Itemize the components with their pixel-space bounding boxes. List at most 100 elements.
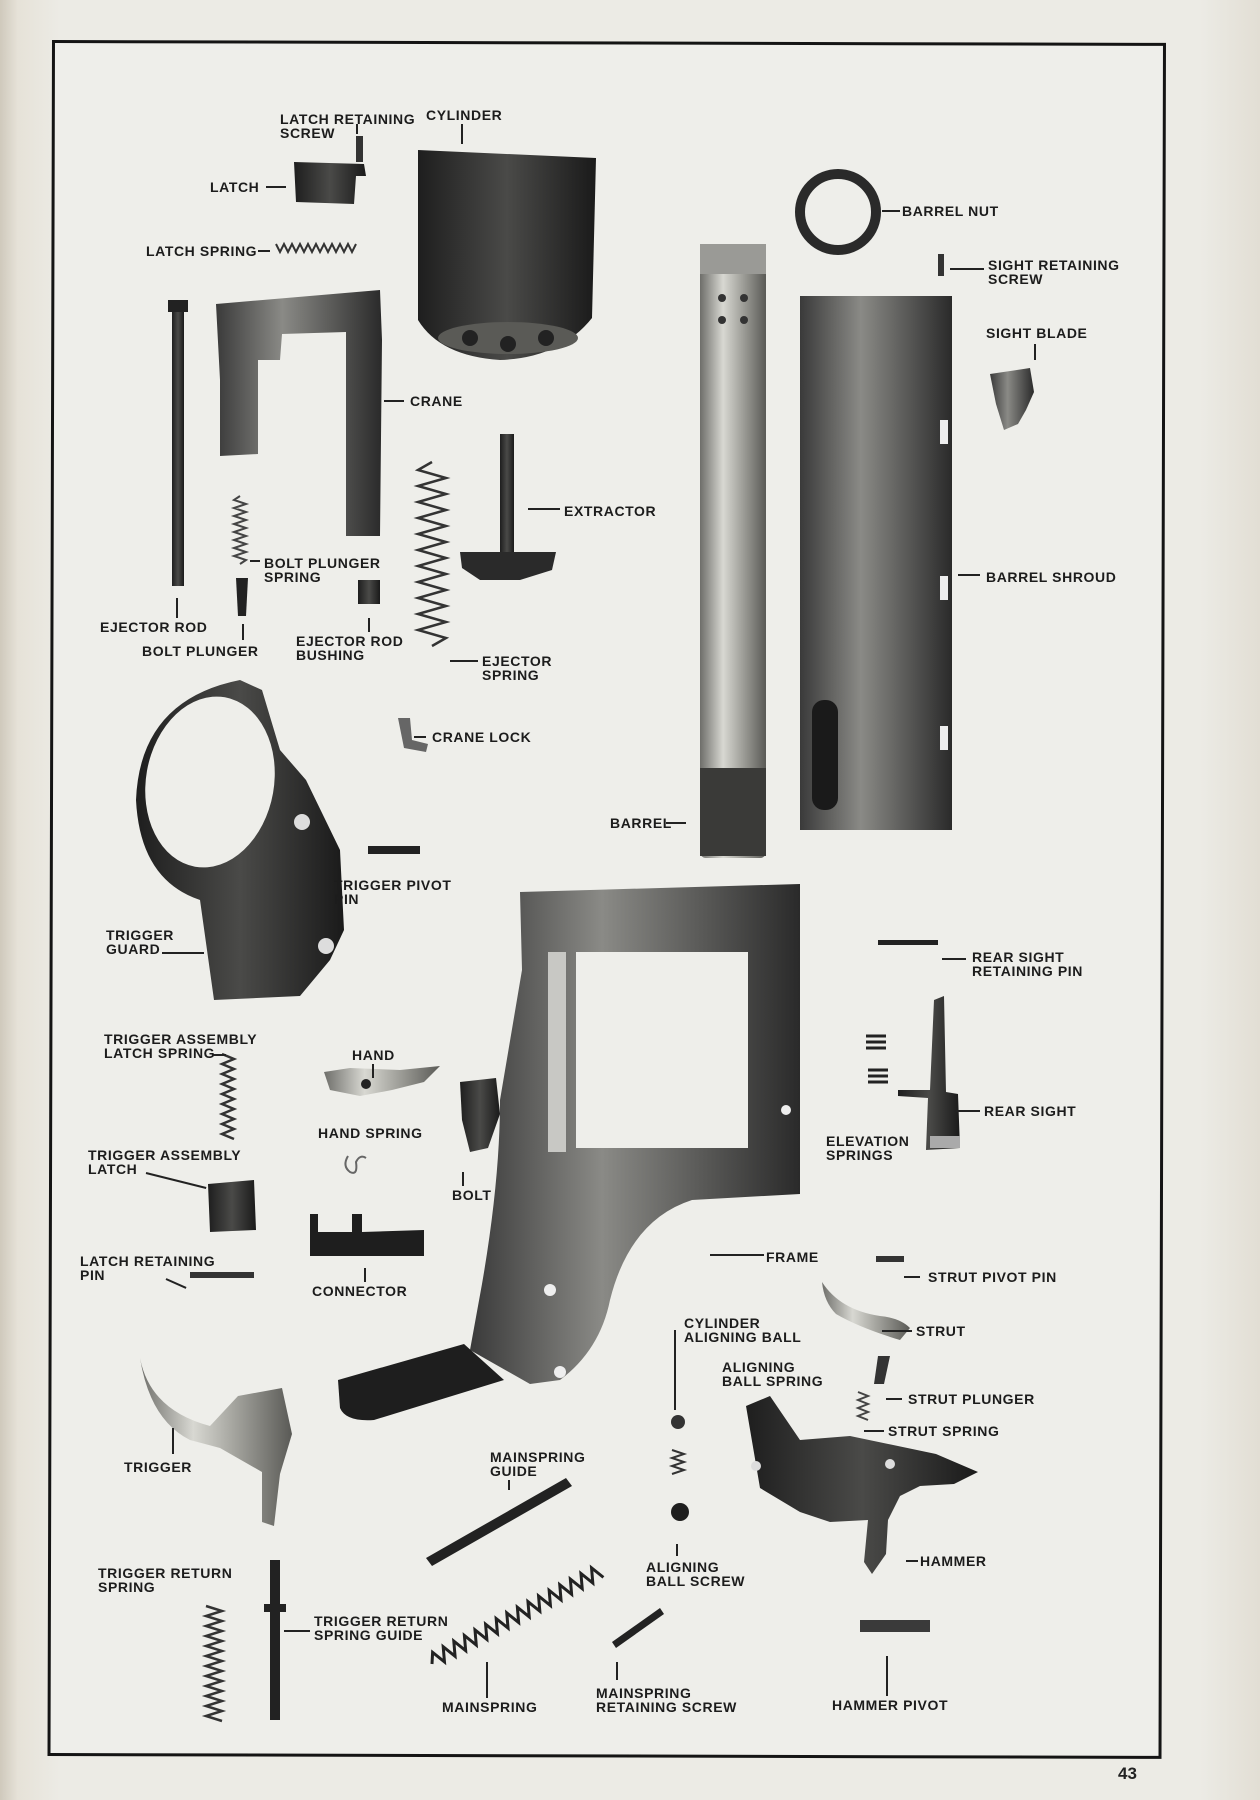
latch-part — [294, 162, 366, 204]
bolt-part — [460, 1078, 500, 1152]
leader-line — [882, 210, 900, 212]
rear-sight-retaining-pin-part — [878, 940, 938, 945]
barrel-part — [700, 244, 766, 858]
hand-part — [324, 1066, 440, 1096]
page-number: 43 — [1118, 1764, 1137, 1783]
label-rear-sight: REAR SIGHT — [984, 1103, 1077, 1119]
leader-line — [676, 1544, 678, 1556]
trigger-return-spring-guide-part — [270, 1560, 280, 1720]
leader-line — [508, 1480, 510, 1490]
label-latch-spring: LATCH SPRING — [146, 243, 258, 259]
leader-line — [486, 1662, 488, 1698]
leader-line — [864, 1430, 884, 1432]
label-ejector-rod: EJECTOR ROD — [100, 619, 208, 635]
ejector-rod-bushing-part — [358, 580, 380, 604]
leader-line — [958, 574, 980, 576]
label-barrel-shroud: BARREL SHROUD — [986, 569, 1117, 585]
label-barrel: BARREL — [610, 815, 672, 831]
label-crane-lock: CRANE LOCK — [432, 729, 532, 745]
label-strut: STRUT — [916, 1323, 966, 1339]
elevation-springs-part — [866, 1034, 888, 1084]
leader-line — [172, 1428, 174, 1454]
leader-line — [1034, 344, 1036, 360]
mainspring-part — [430, 1564, 605, 1666]
leader-line — [674, 1330, 676, 1410]
leader-line — [461, 124, 463, 144]
leader-line — [942, 958, 966, 960]
leader-line — [528, 508, 560, 510]
label-hand-spring: HAND SPRING — [318, 1125, 423, 1141]
label-frame: FRAME — [766, 1249, 819, 1265]
label-latch: LATCH — [210, 179, 260, 195]
sight-retaining-screw-part — [938, 254, 944, 276]
aligning-ball-spring-part — [668, 1449, 688, 1475]
cylinder-aligning-ball-part — [671, 1415, 685, 1429]
leader-line — [212, 1054, 226, 1056]
strut-plunger-part — [874, 1356, 890, 1384]
leader-line — [162, 952, 204, 954]
leader-line — [266, 186, 286, 188]
leader-line — [450, 660, 478, 662]
label-cylinder: CYLINDER — [426, 107, 503, 123]
trigger-pivot-pin-part — [368, 846, 420, 854]
label-trigger: TRIGGER — [124, 1459, 192, 1475]
leader-line — [414, 736, 426, 738]
ejector-spring-part — [413, 460, 451, 648]
leader-line — [882, 1330, 912, 1332]
strut-pivot-pin-part — [876, 1256, 904, 1262]
latch-retaining-pin-part — [190, 1272, 254, 1278]
label-crane: CRANE — [410, 393, 463, 409]
label-extractor: EXTRACTOR — [564, 503, 657, 519]
leader-line — [284, 1630, 310, 1632]
latch-spring-part — [275, 241, 357, 255]
trigger-assembly-latch-spring-part — [218, 1052, 238, 1141]
sight-blade-part — [990, 368, 1034, 430]
hand-spring-part — [344, 1155, 367, 1174]
leader-line — [368, 618, 370, 632]
label-strut-plunger: STRUT PLUNGER — [908, 1391, 1035, 1407]
label-sight-blade: SIGHT BLADE — [986, 325, 1088, 341]
label-bolt: BOLT — [452, 1187, 492, 1203]
leader-line — [906, 1560, 918, 1562]
aligning-ball-screw-part — [671, 1503, 689, 1521]
leader-line — [372, 1064, 374, 1078]
mainspring-retaining-screw-part — [612, 1608, 664, 1648]
leader-line — [904, 1276, 920, 1278]
bolt-plunger-spring-part — [230, 495, 250, 565]
leader-line — [616, 1662, 618, 1680]
label-barrel-nut: BARREL NUT — [902, 203, 999, 219]
label-hammer-pivot: HAMMER PIVOT — [832, 1697, 949, 1713]
leader-line — [710, 1254, 764, 1256]
cylinder-part — [418, 150, 596, 360]
strut-part — [822, 1282, 910, 1340]
rear-sight-part — [898, 996, 960, 1150]
crane-part — [216, 290, 382, 536]
leader-line — [666, 822, 686, 824]
label-hand: HAND — [352, 1047, 395, 1063]
hammer-pivot-part — [860, 1620, 930, 1632]
crane-lock-part — [398, 718, 428, 752]
leader-line — [258, 250, 270, 252]
latch-retaining-screw-part — [356, 136, 363, 162]
leader-line — [176, 598, 178, 618]
leader-line — [956, 1110, 980, 1112]
connector-part — [310, 1214, 424, 1256]
trigger-assembly-latch-part — [208, 1180, 256, 1232]
